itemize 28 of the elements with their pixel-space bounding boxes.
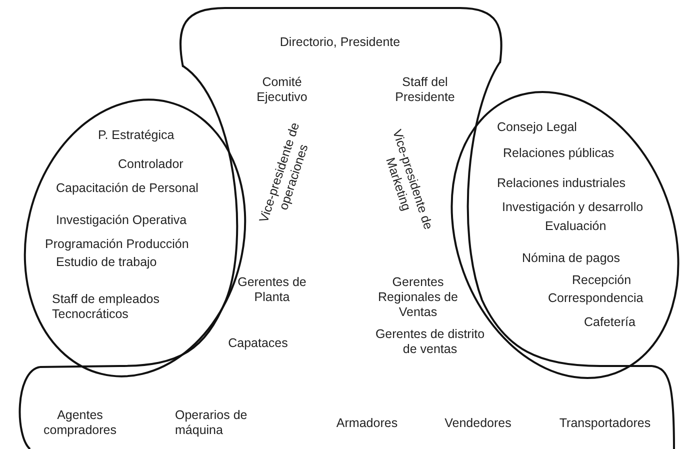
unit-label: Investigación Operativa [56, 213, 187, 228]
position-label: Gerentes Regionales de Ventas [377, 275, 459, 320]
board-label: Directorio, Presidente [280, 35, 400, 50]
unit-label: Programación Producción [45, 237, 189, 252]
unit-label: Relaciones industriales [497, 176, 626, 191]
unit-label: Capacitación de Personal [56, 181, 198, 196]
position-label: Gerentes de distrito de ventas [375, 327, 485, 357]
operator-label: Vendedores [444, 416, 512, 431]
position-label: Capataces [228, 336, 288, 351]
unit-label: Consejo Legal [497, 120, 577, 135]
unit-label: Correspondencia [548, 291, 644, 306]
unit-label: Staff de empleados Tecnocráticos [52, 292, 160, 322]
unit-label: Investigación y desarrollo [502, 200, 644, 215]
position-label: Gerentes de Planta [237, 275, 307, 305]
unit-label: Evaluación [545, 219, 606, 234]
unit-label: Nómina de pagos [522, 251, 620, 266]
operator-label: Agentes compradores [42, 408, 118, 438]
position-label: Staff del Presidente [394, 75, 456, 105]
position-label: Comité Ejecutivo [256, 75, 308, 105]
unit-label: Controlador [118, 157, 184, 172]
operator-label: Armadores [336, 416, 398, 431]
operator-label: Operarios de máquina [175, 408, 248, 438]
unit-label: P. Estratégica [98, 128, 174, 143]
unit-label: Relaciones públicas [503, 146, 614, 161]
unit-label: Cafetería [584, 315, 636, 330]
unit-label: Estudio de trabajo [56, 255, 157, 270]
operator-label: Transportadores [559, 416, 651, 431]
unit-label: Recepción [572, 273, 632, 288]
